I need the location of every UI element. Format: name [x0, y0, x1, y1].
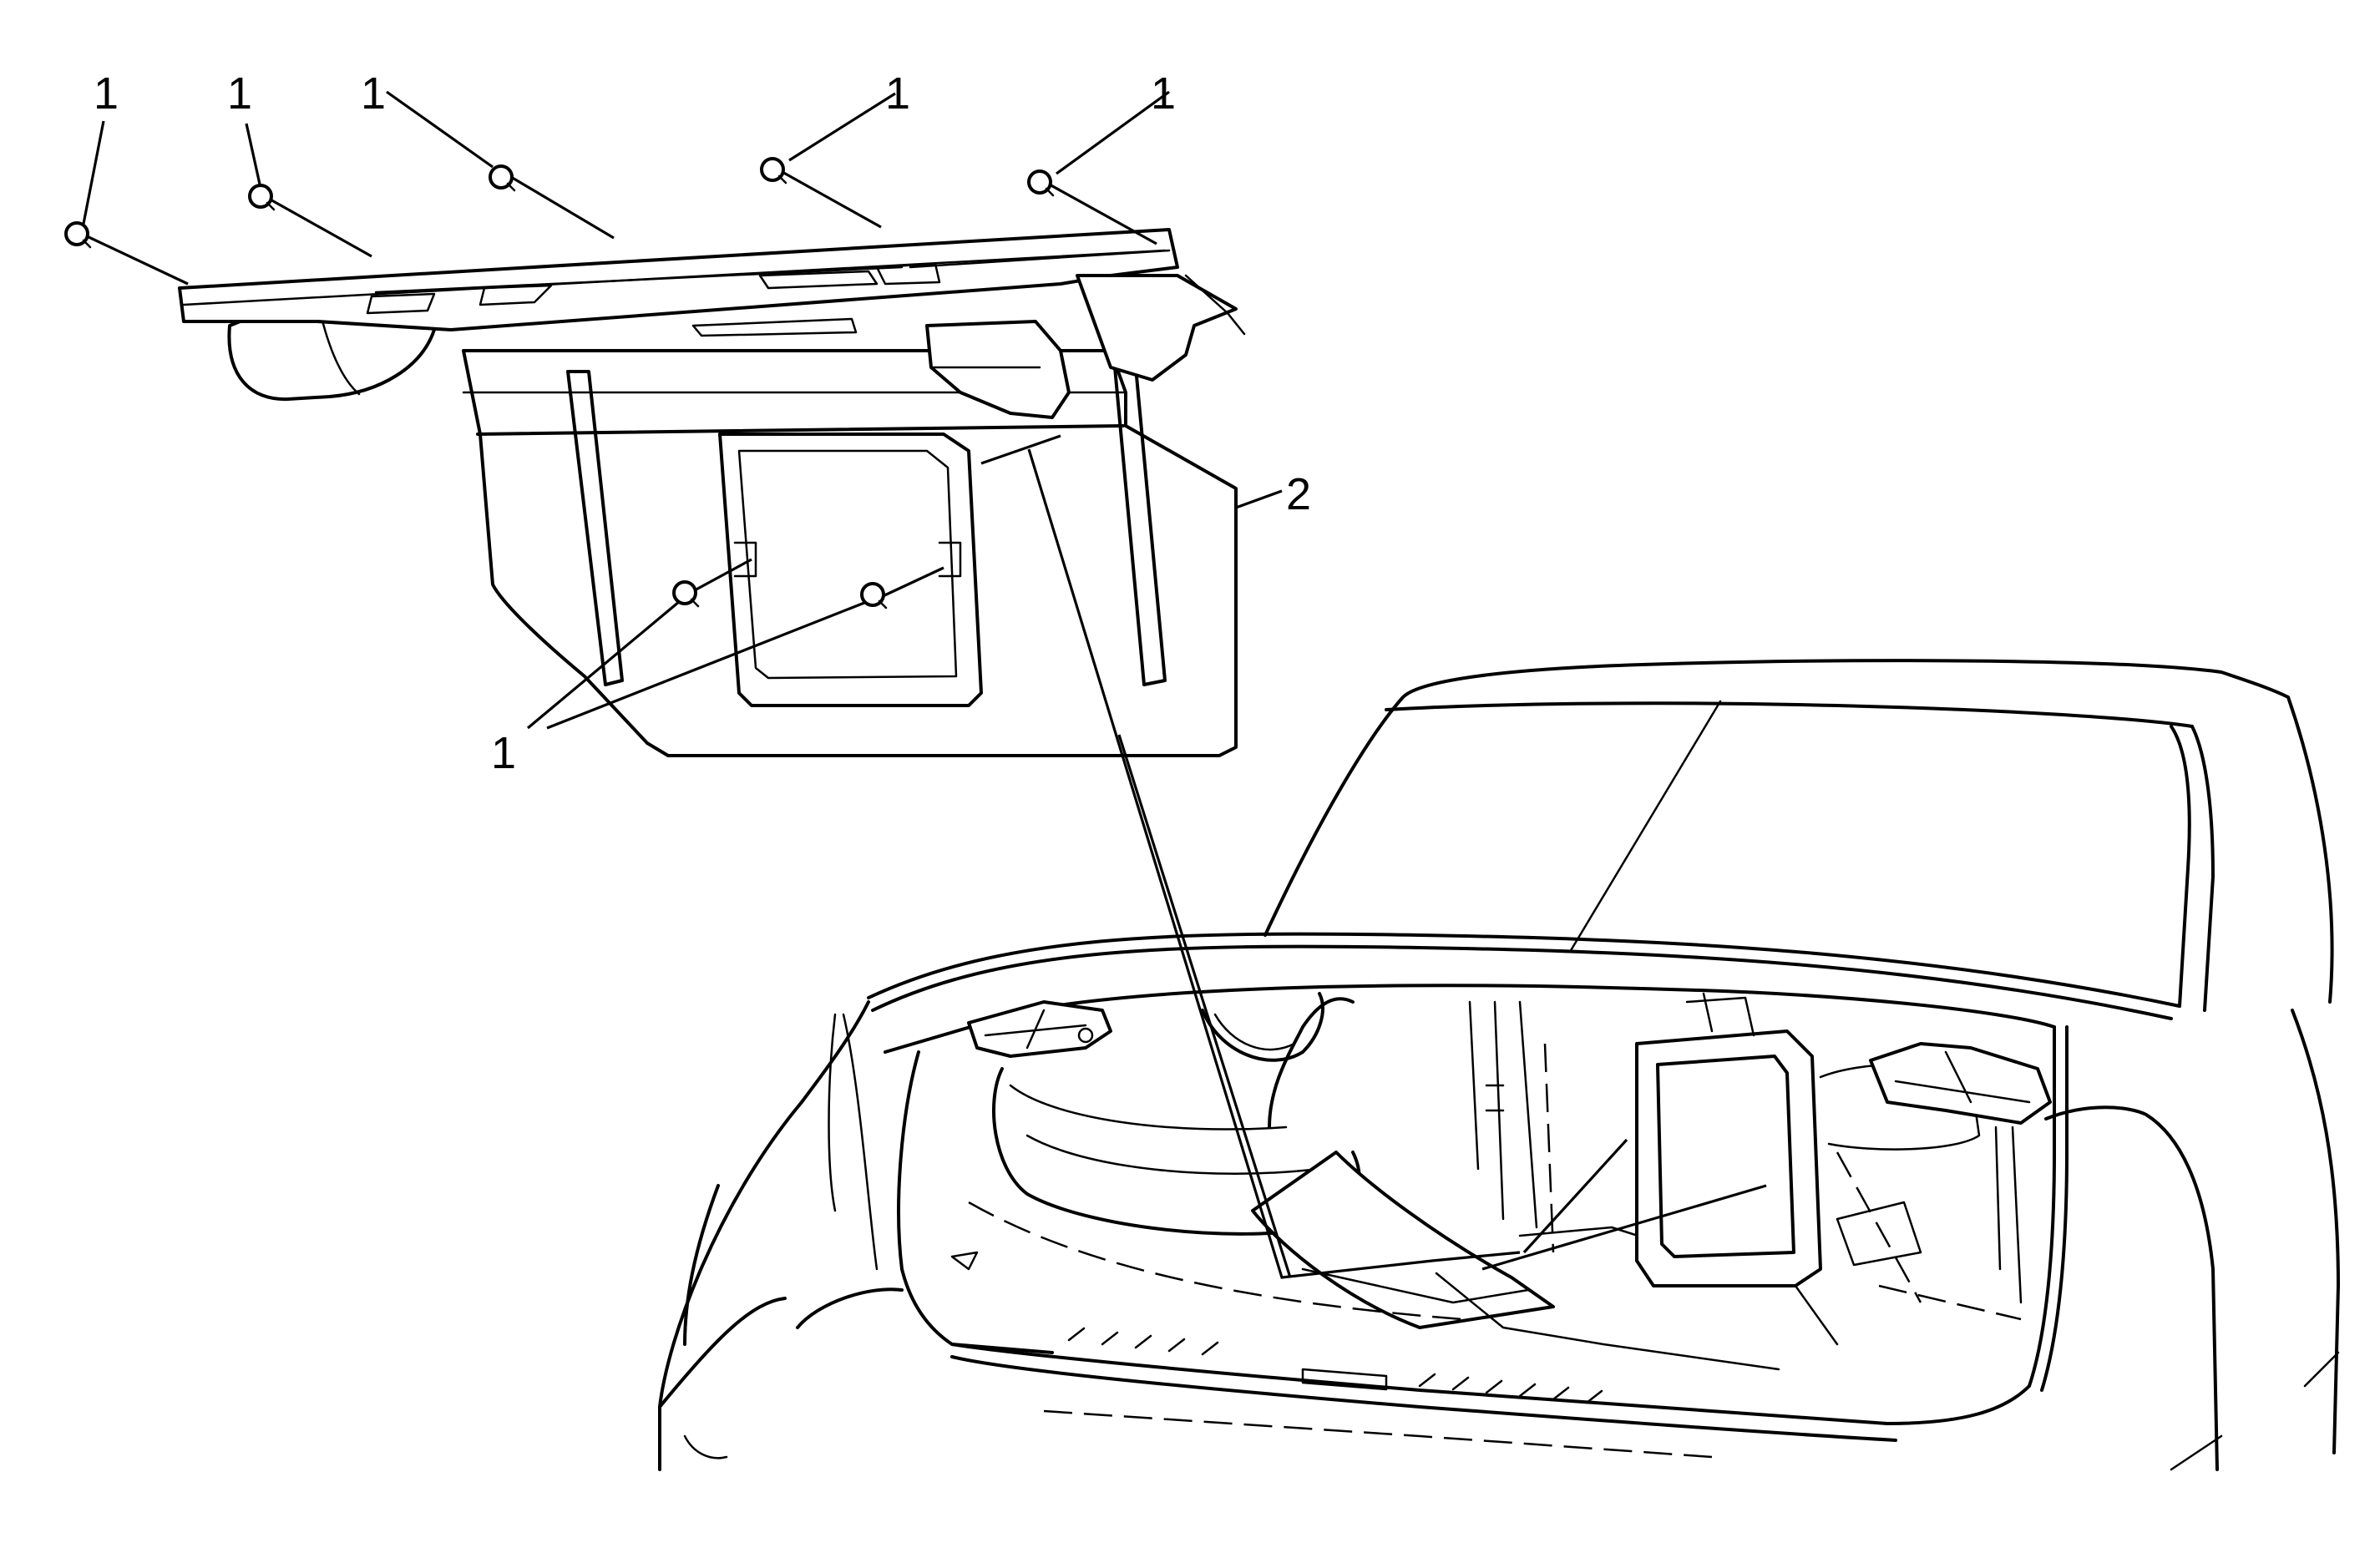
sill-vent-slots — [1067, 1327, 1603, 1404]
vehicle-body — [658, 659, 2340, 1471]
push-pin-retainer-5 — [1027, 169, 1055, 197]
callout-top-3: 1 — [361, 68, 386, 119]
push-pin-retainer-4 — [760, 157, 787, 185]
callout-top-2: 1 — [227, 68, 252, 119]
trunk-lid-trim-panel — [178, 228, 1246, 757]
callout-top-4: 1 — [885, 68, 910, 119]
fasteners — [64, 157, 1055, 610]
push-pin-retainer-7 — [860, 582, 888, 610]
callout-top-1: 1 — [94, 68, 119, 119]
push-pin-retainer-6 — [672, 580, 700, 608]
push-pin-retainer-2 — [248, 184, 276, 211]
callout-labels: 1 1 1 1 1 2 1 — [94, 68, 1311, 778]
callout-side-panel: 2 — [1286, 469, 1311, 519]
push-pin-retainer-1 — [64, 221, 92, 249]
leader-lines — [82, 90, 1767, 1279]
callout-top-5: 1 — [1151, 68, 1176, 119]
push-pin-retainer-3 — [489, 164, 516, 192]
callout-lower-group: 1 — [491, 728, 516, 778]
